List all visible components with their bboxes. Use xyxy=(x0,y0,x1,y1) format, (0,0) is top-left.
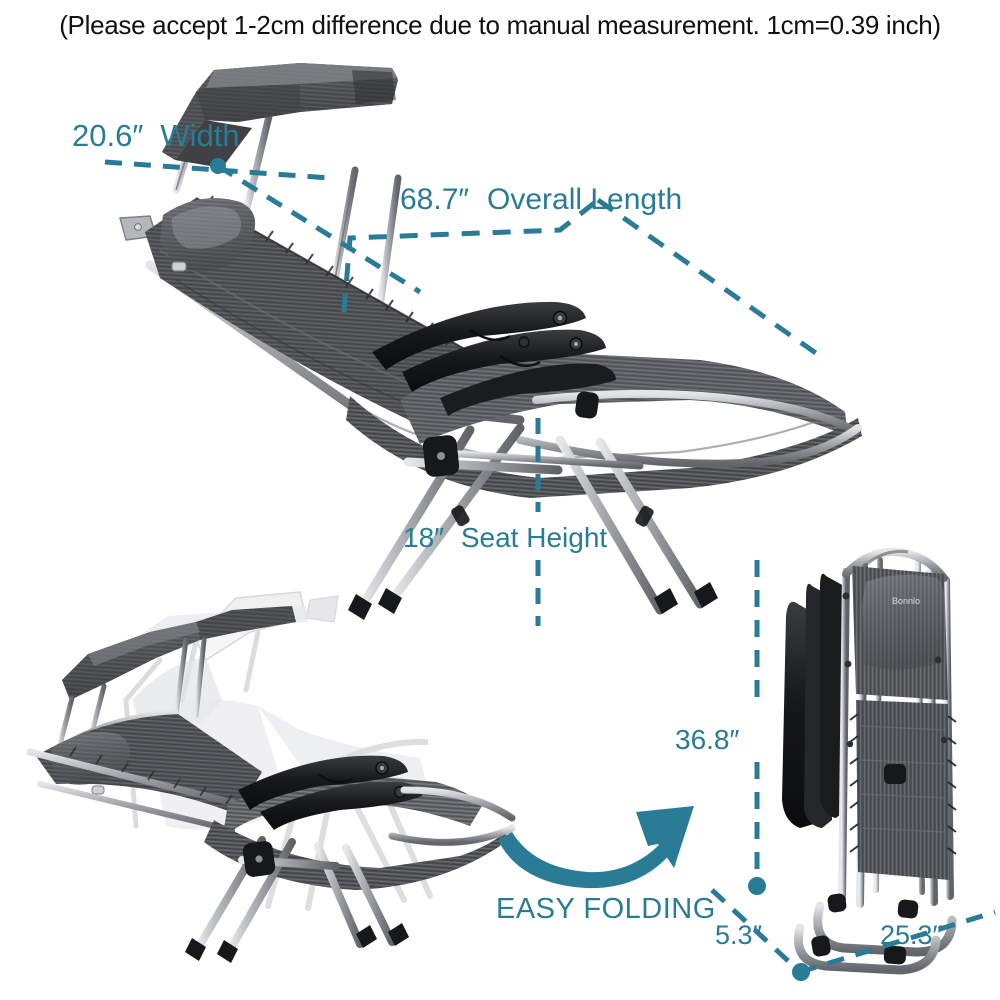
folded-depth-line xyxy=(710,888,802,974)
easy-folding-arrow xyxy=(498,806,694,889)
overall-length-label: Overall Length xyxy=(487,183,683,216)
folded-width-value: 25.3″ xyxy=(880,920,943,950)
width-dimension-label: 20.6″ Width xyxy=(72,118,240,154)
seat-height-dimension-label: 18″ Seat Height xyxy=(403,522,607,554)
armrest-assembly xyxy=(372,301,616,416)
seat-height-value: 18″ xyxy=(403,522,445,553)
folded-chair-illustration: Bonnlo xyxy=(782,547,957,975)
easy-folding-label: EASY FOLDING xyxy=(496,893,716,925)
headrest-pillow xyxy=(160,198,256,272)
overall-length-value: 68.7″ xyxy=(400,183,470,216)
folded-width-line xyxy=(799,909,996,975)
chair-legs xyxy=(348,391,718,620)
brand-tag-text: Bonnlo xyxy=(892,596,920,606)
width-label: Width xyxy=(160,118,240,153)
folded-depth-value: 5.3″ xyxy=(715,920,763,950)
measurement-disclaimer: (Please accept 1-2cm difference due to m… xyxy=(59,10,941,40)
reclining-motion-chair-illustration xyxy=(26,591,516,963)
overall-length-line-left xyxy=(341,198,600,313)
width-leader-line-right xyxy=(216,163,422,295)
dimension-endpoint-dots xyxy=(210,158,810,981)
overall-length-dimension-label: 68.7″ Overall Length xyxy=(400,183,682,217)
width-value: 20.6″ xyxy=(72,118,144,153)
canopy xyxy=(162,63,398,168)
overall-length-line-right xyxy=(596,197,822,359)
seat-height-label: Seat Height xyxy=(460,522,608,553)
main-chair-illustration xyxy=(119,63,862,620)
folded-pillow: Bonnlo xyxy=(862,574,945,670)
folded-height-value: 36.8″ xyxy=(675,724,740,755)
reclined-chair-lower xyxy=(26,606,516,963)
width-leader-line-left xyxy=(104,159,331,181)
